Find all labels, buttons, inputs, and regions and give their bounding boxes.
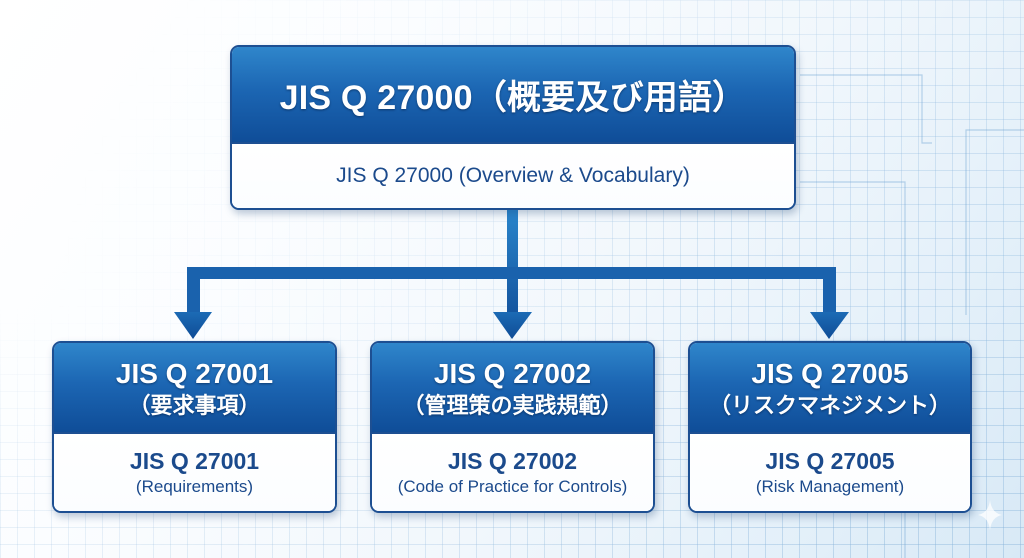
child-title-en: (Code of Practice for Controls)	[397, 476, 628, 496]
root-node-body: JIS Q 27000 (Overview & Vocabulary)	[232, 144, 794, 208]
child-node-body: JIS Q 27005 (Risk Management)	[690, 434, 970, 511]
child-node-jis-q-27001: JIS Q 27001 （要求事項） JIS Q 27001 (Requirem…	[52, 341, 337, 513]
child-title-en: (Requirements)	[135, 476, 254, 496]
child-node-jis-q-27005: JIS Q 27005 （リスクマネジメント） JIS Q 27005 (Ris…	[688, 341, 972, 513]
root-title-ja: JIS Q 27000（概要及び用語）	[279, 79, 747, 117]
child-code-en: JIS Q 27001	[129, 447, 260, 474]
child-title-ja: （要求事項）	[128, 392, 261, 418]
child-code-en: JIS Q 27005	[765, 447, 895, 474]
child-node-header: JIS Q 27001 （要求事項）	[54, 343, 335, 434]
child-code: JIS Q 27001	[115, 357, 274, 389]
child-node-body: JIS Q 27001 (Requirements)	[54, 434, 335, 511]
child-node-header: JIS Q 27005 （リスクマネジメント）	[690, 343, 970, 434]
child-node-header: JIS Q 27002 （管理策の実践規範）	[372, 343, 653, 434]
child-code: JIS Q 27005	[751, 357, 909, 389]
root-title-en: JIS Q 27000 (Overview & Vocabulary)	[336, 164, 690, 187]
child-title-ja: （管理策の実践規範）	[402, 392, 623, 418]
child-title-en: (Risk Management)	[755, 476, 905, 496]
child-node-body: JIS Q 27002 (Code of Practice for Contro…	[372, 434, 653, 511]
child-title-ja: （リスクマネジメント）	[708, 392, 951, 418]
root-node-header: JIS Q 27000（概要及び用語）	[232, 47, 794, 144]
root-node-jis-q-27000: JIS Q 27000（概要及び用語） JIS Q 27000 (Overvie…	[230, 45, 796, 210]
child-code-en: JIS Q 27002	[447, 447, 578, 474]
child-node-jis-q-27002: JIS Q 27002 （管理策の実践規範） JIS Q 27002 (Code…	[370, 341, 655, 513]
child-code: JIS Q 27002	[433, 357, 592, 389]
sparkle-icon	[978, 500, 1002, 530]
